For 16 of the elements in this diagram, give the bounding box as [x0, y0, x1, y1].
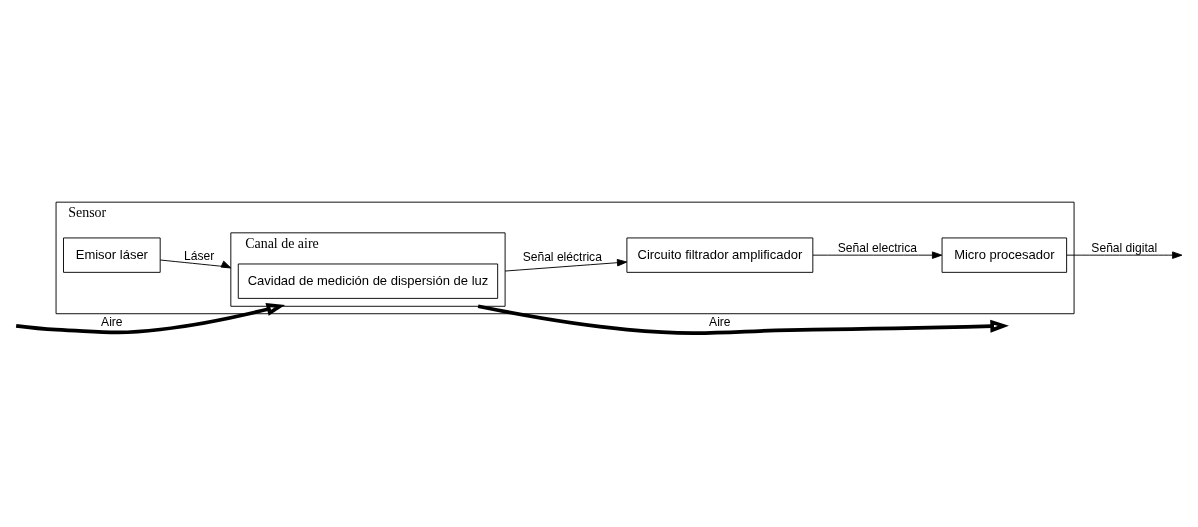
node-box: Micro procesador: [941, 237, 1068, 273]
node-box: Emisor láser: [63, 237, 161, 273]
node-box: Cavidad de medición de dispersión de luz: [237, 263, 499, 299]
arrow: [504, 258, 628, 271]
edge-label: Aire: [709, 314, 731, 329]
arrow: [15, 302, 286, 334]
edge-label: Señal electrica: [837, 240, 918, 255]
edge-label: Láser: [184, 248, 215, 263]
arrow: [1066, 250, 1183, 259]
arrow: [159, 259, 232, 268]
arrow: [812, 250, 943, 259]
edge-label: Señal digital: [1091, 240, 1158, 255]
edge-label: Señal eléctrica: [522, 249, 602, 264]
arrow: [477, 303, 1009, 335]
edge-label: Aire: [101, 314, 123, 329]
node-box: Circuito filtrador amplificador: [626, 237, 814, 273]
